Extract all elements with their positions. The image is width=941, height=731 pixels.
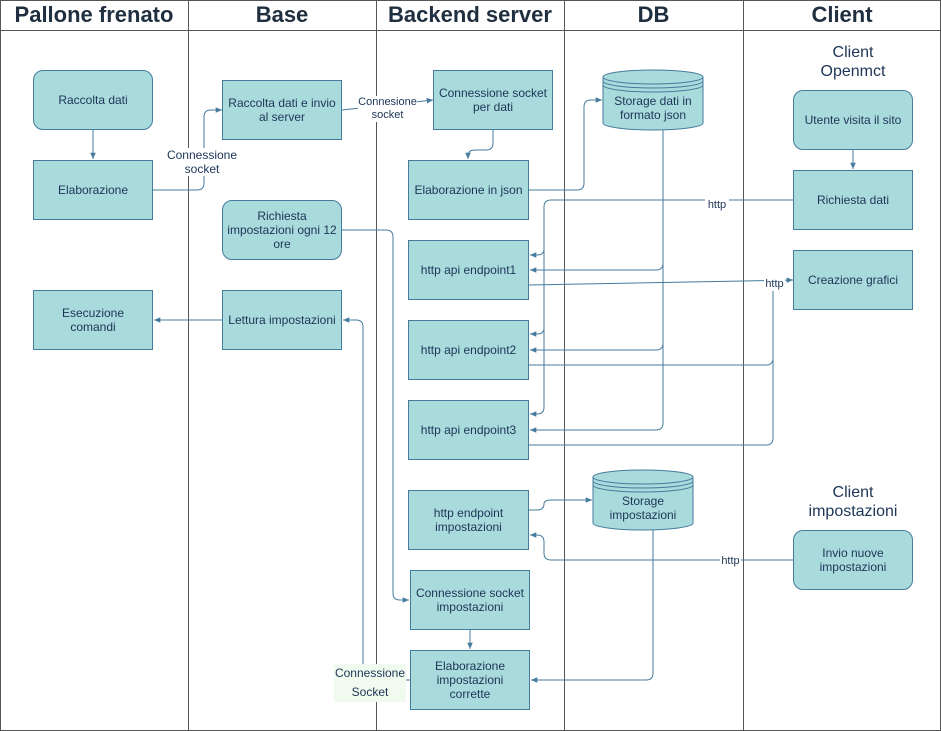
lane-title-backend: Backend server	[388, 2, 552, 27]
edge-endpoint2-grafici	[529, 279, 781, 366]
lane-title-base: Base	[255, 2, 309, 27]
edge-invio-endpoint-impostazioni	[530, 532, 793, 561]
edge-storage-endpoint1	[530, 262, 664, 273]
edge-endpoint1-grafici	[528, 277, 794, 286]
storage-impostazioni-label: Storage impostazioni	[609, 494, 677, 522]
edge-branch-endpoint1	[530, 248, 545, 258]
storage-impostazioni-cylinder	[592, 469, 694, 531]
storage-json-label: Storage dati in formato json	[614, 94, 692, 122]
node-elaborazione-json: Elaborazione in json	[408, 160, 529, 220]
node-endpoint-impostazioni: http endpoint impostazioni	[408, 490, 529, 550]
lane-title-client: Client	[811, 2, 873, 27]
lane-title-pallone: Pallone frenato	[14, 2, 174, 27]
edge-label-http-invio: http	[720, 555, 741, 568]
edge-richiesta-impostazioni-socket	[342, 229, 409, 603]
node-invio-impostazioni: Invio nuove impostazioni	[793, 530, 913, 590]
edge-label-connessione-socket-bottom: Connessione Socket	[334, 664, 406, 702]
edge-branch-endpoint2	[530, 327, 545, 337]
edge-storage-endpoint2	[530, 342, 664, 353]
client-impostazioni-note: Client impostazioni	[808, 484, 898, 520]
edge-label-connessione-socket: Connessione socket	[166, 148, 238, 176]
node-richiesta-dati: Richiesta dati	[793, 170, 913, 230]
node-endpoint3: http api endpoint3	[408, 400, 529, 460]
edge-label-connesione-socket: Connesione socket	[358, 96, 417, 122]
edge-richiesta-dati-endpoints	[530, 199, 793, 417]
edge-label-http-richiesta: http	[705, 199, 729, 212]
node-utente-visita: Utente visita il sito	[793, 90, 913, 150]
client-openmct-note: Client Openmct	[820, 44, 886, 80]
edge-storage-endpoints	[530, 130, 664, 433]
node-raccolta-invio: Raccolta dati e invio al server	[222, 80, 342, 140]
node-connessione-socket-impostazioni: Connessione socket impostazioni	[410, 570, 530, 630]
edge-storage-impostazioni-elaborazione	[531, 530, 654, 683]
node-elaborazione: Elaborazione	[33, 160, 153, 220]
lane-title-db: DB	[637, 2, 670, 27]
edge-endpoint-impostazioni-storage	[529, 497, 592, 511]
node-endpoint1: http api endpoint1	[408, 240, 529, 300]
node-lettura-impostazioni: Lettura impostazioni	[222, 290, 342, 350]
node-connessione-socket-dati: Connessione socket per dati	[433, 70, 553, 130]
node-endpoint2: http api endpoint2	[408, 320, 529, 380]
node-richiesta-impostazioni: Richiesta impostazioni ogni 12 ore	[222, 200, 342, 260]
edge-socket-elaborazione-json	[465, 130, 494, 159]
node-creazione-grafici: Creazione grafici	[793, 250, 913, 310]
edge-json-storage	[529, 97, 602, 191]
edge-endpoint3-grafici	[529, 358, 774, 446]
storage-json-cylinder	[602, 69, 704, 131]
node-esecuzione-comandi: Esecuzione comandi	[33, 290, 153, 350]
node-raccolta-dati: Raccolta dati	[33, 70, 153, 130]
edge-label-http-grafici: http	[764, 278, 785, 291]
node-elaborazione-impostazioni: Elaborazione impostazioni corrette	[410, 650, 530, 710]
